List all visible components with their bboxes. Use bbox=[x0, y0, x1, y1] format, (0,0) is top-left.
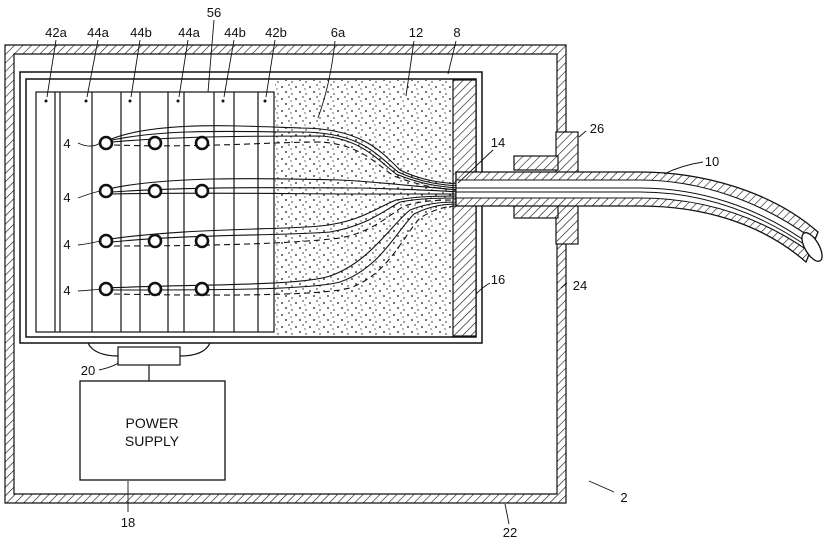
label-4-row1: 4 bbox=[63, 136, 70, 151]
output-cable bbox=[456, 172, 824, 264]
potting-region bbox=[275, 80, 453, 336]
label-26: 26 bbox=[590, 121, 604, 136]
label-24: 24 bbox=[573, 278, 587, 293]
connector bbox=[88, 343, 210, 381]
label-8: 8 bbox=[453, 25, 460, 40]
label-18: 18 bbox=[121, 515, 135, 530]
label-22: 22 bbox=[503, 525, 517, 540]
label-4-row3: 4 bbox=[63, 237, 70, 252]
label-2: 2 bbox=[620, 490, 627, 505]
label-44b-second: 44b bbox=[224, 25, 246, 40]
hatched-block bbox=[453, 80, 476, 336]
label-42a: 42a bbox=[45, 25, 67, 40]
power-supply-line1: POWER bbox=[126, 415, 179, 431]
label-4-row4: 4 bbox=[63, 283, 70, 298]
label-6a: 6a bbox=[331, 25, 346, 40]
label-56: 56 bbox=[207, 5, 221, 20]
label-4-row2: 4 bbox=[63, 190, 70, 205]
label-10: 10 bbox=[705, 154, 719, 169]
power-supply-line2: SUPPLY bbox=[125, 433, 180, 449]
label-20: 20 bbox=[81, 363, 95, 378]
label-44a-first: 44a bbox=[87, 25, 109, 40]
label-16: 16 bbox=[491, 272, 505, 287]
label-42b: 42b bbox=[265, 25, 287, 40]
label-44a-second: 44a bbox=[178, 25, 200, 40]
label-44b-first: 44b bbox=[130, 25, 152, 40]
label-12: 12 bbox=[409, 25, 423, 40]
label-14: 14 bbox=[491, 135, 505, 150]
